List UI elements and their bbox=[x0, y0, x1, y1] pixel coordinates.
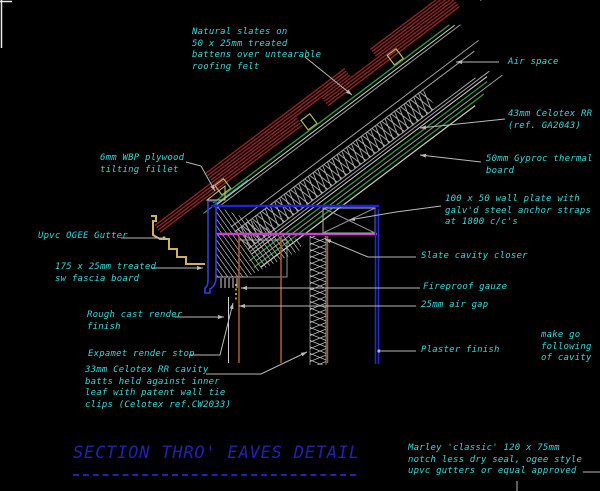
title-underline bbox=[73, 474, 356, 476]
label-slate-closer: Slate cavity closer bbox=[421, 251, 528, 261]
leader-expamet bbox=[189, 302, 234, 356]
fascia-board bbox=[204, 200, 217, 294]
label-gyproc: 50mm Gyproc thermal board bbox=[486, 154, 593, 176]
label-air-space: Air space bbox=[508, 57, 559, 67]
battens bbox=[213, 0, 491, 196]
masonry-leaf-lines bbox=[238, 236, 329, 363]
label-air-gap: 25mm air gap bbox=[421, 300, 489, 310]
leader-celotex-cavity bbox=[206, 351, 308, 375]
wall-plate-box bbox=[322, 207, 376, 234]
tilting-fillet bbox=[205, 184, 226, 201]
label-celotex-rr: 43mm Celotex RR (ref. GA2043) bbox=[508, 109, 593, 131]
label-fascia-board: 175 x 25mm treated sw fascia board bbox=[55, 262, 157, 284]
wall-assembly bbox=[228, 209, 380, 365]
label-expamet: Expamet render stop bbox=[88, 349, 195, 359]
leader-slate-closer bbox=[324, 238, 416, 258]
label-plywood-fillet: 6mm WBP plywood tilting fillet bbox=[100, 153, 185, 175]
label-fireproof-gauze: Fireproof gauze bbox=[423, 282, 508, 292]
leader-plywood-fillet bbox=[185, 161, 216, 192]
label-rough-cast: Rough cast render finish bbox=[87, 310, 183, 332]
leader-gyproc bbox=[419, 153, 482, 163]
label-celotex-cavity: 33mm Celotex RR cavity batts held agains… bbox=[85, 365, 232, 410]
felt-overlay-line bbox=[203, 179, 249, 214]
label-natural-slates: Natural slates on 50 x 25mm treated batt… bbox=[192, 27, 322, 72]
label-ogee-gutter: Upvc OGEE Gutter bbox=[38, 231, 128, 241]
roofing-felt-line bbox=[212, 24, 450, 204]
leader-wall-plate bbox=[348, 205, 442, 221]
frame-corner bbox=[0, 0, 12, 48]
cavity-insulation-hatch bbox=[310, 236, 326, 365]
roof-assembly bbox=[154, 0, 503, 268]
roof-insulation-hatch bbox=[234, 89, 437, 250]
leader-natural-slates bbox=[304, 56, 353, 96]
label-wall-plate: 100 x 50 wall plate with galv'd steel an… bbox=[445, 194, 592, 227]
label-plaster-finish: Plaster finish bbox=[421, 345, 500, 355]
cavity-batt-band bbox=[309, 236, 327, 365]
leader-lines bbox=[121, 56, 600, 491]
gutter-profile bbox=[151, 215, 205, 265]
soffit-vent-ticks bbox=[220, 278, 238, 288]
leader-celotex-rr bbox=[419, 118, 506, 130]
label-make-good: make go following of cavity bbox=[541, 330, 592, 363]
plaster-finish-lines bbox=[374, 209, 380, 364]
label-marley-note: Marley 'classic' 120 x 75mm notch less d… bbox=[408, 443, 583, 476]
drawing-title: SECTION THRO' EAVES DETAIL bbox=[73, 443, 360, 463]
slate-lines bbox=[154, 0, 460, 233]
rafter-lines bbox=[214, 24, 503, 268]
